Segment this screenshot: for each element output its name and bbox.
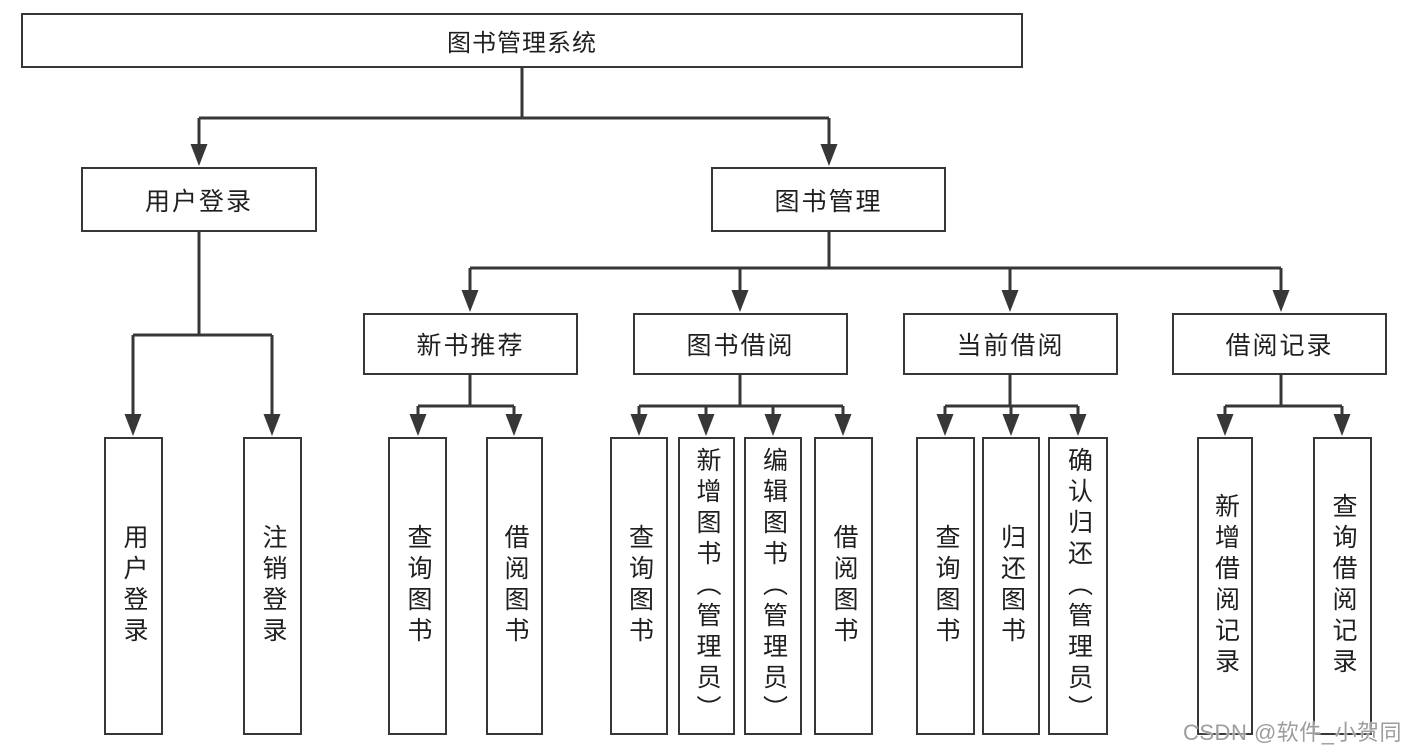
leaf-return-book: 归还图书 xyxy=(982,437,1040,735)
leaf-borrow-books: 借阅图书 xyxy=(814,437,873,735)
leaf-add-book-admin: 新增图书（管理员） xyxy=(678,437,735,735)
leaf-borrow-books-recommend: 借阅图书 xyxy=(486,437,543,735)
leaf-confirm-return-admin: 确认归还（管理员） xyxy=(1048,437,1108,735)
node-library-management-system: 图书管理系统 xyxy=(21,13,1023,68)
leaf-query-books-borrow: 查询图书 xyxy=(610,437,668,735)
node-user-login: 用户登录 xyxy=(81,167,317,232)
node-new-book-recommend: 新书推荐 xyxy=(363,313,578,375)
leaf-query-borrow-record: 查询借阅记录 xyxy=(1313,437,1372,735)
leaf-query-books-recommend: 查询图书 xyxy=(388,437,447,735)
leaf-add-borrow-record: 新增借阅记录 xyxy=(1197,437,1253,735)
leaf-logout: 注销登录 xyxy=(243,437,302,735)
node-book-management: 图书管理 xyxy=(711,167,946,232)
node-current-borrow: 当前借阅 xyxy=(903,313,1118,375)
csdn-watermark: CSDN @软件_小贺同学 xyxy=(1183,720,1403,745)
leaf-edit-book-admin: 编辑图书（管理员） xyxy=(744,437,802,735)
node-borrow-records: 借阅记录 xyxy=(1172,313,1387,375)
leaf-user-login: 用户登录 xyxy=(104,437,163,735)
node-book-borrow: 图书借阅 xyxy=(633,313,848,375)
leaf-query-books-current: 查询图书 xyxy=(916,437,975,735)
